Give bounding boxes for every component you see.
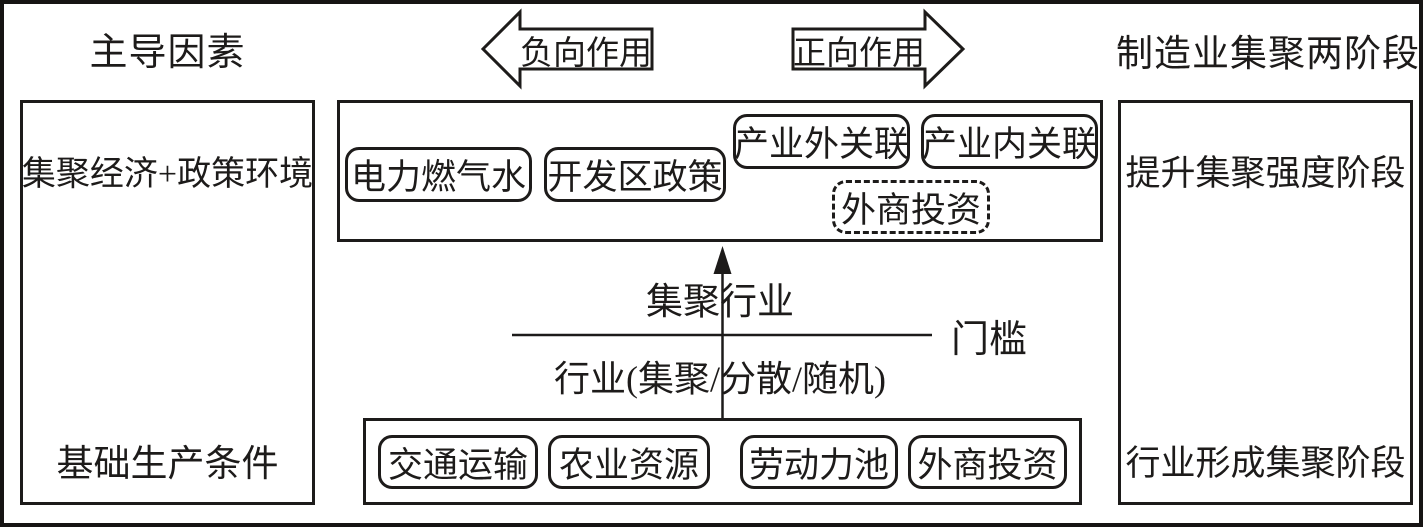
dominant-factors-panel: 集聚经济+政策环境 基础生产条件 [20, 100, 315, 505]
industry-state-label: 行业(集聚/分散/随机) [554, 359, 886, 399]
agriculture-resource-chip: 农业资源 [548, 435, 710, 489]
foreign-investment-dashed-chip: 外商投资 [832, 180, 990, 234]
development-zone-policy-chip: 开发区政策 [544, 147, 726, 202]
negative-arrow-label: 负向作用 [520, 35, 652, 72]
threshold-label: 门槛 [950, 318, 1027, 361]
lower-factors-box: 交通运输 农业资源 劳动力池 外商投资 [363, 418, 1082, 505]
foreign-investment-chip: 外商投资 [908, 435, 1067, 489]
header-left-title: 主导因素 [89, 31, 246, 74]
header-right-title: 制造业集聚两阶段 [1116, 34, 1420, 75]
agglomerated-industry-label: 集聚行业 [646, 282, 794, 323]
intra-industry-linkage-chip: 产业内关联 [921, 114, 1098, 169]
positive-arrow-label: 正向作用 [793, 35, 925, 72]
basic-production-conditions-label: 基础生产条件 [56, 444, 279, 485]
transport-chip: 交通运输 [378, 435, 538, 489]
labor-pool-chip: 劳动力池 [740, 435, 898, 489]
intensity-stage-label: 提升集聚强度阶段 [1125, 153, 1406, 193]
agglomeration-stages-panel: 提升集聚强度阶段 行业形成集聚阶段 [1118, 100, 1413, 505]
formation-stage-label: 行业形成集聚阶段 [1125, 443, 1406, 483]
upper-factors-box: 电力燃气水 开发区政策 产业外关联 产业内关联 外商投资 [337, 100, 1103, 242]
electricity-gas-water-chip: 电力燃气水 [345, 147, 532, 202]
agglomeration-economy-policy-label: 集聚经济+政策环境 [21, 155, 314, 193]
inter-industry-linkage-chip: 产业外关联 [733, 114, 910, 169]
